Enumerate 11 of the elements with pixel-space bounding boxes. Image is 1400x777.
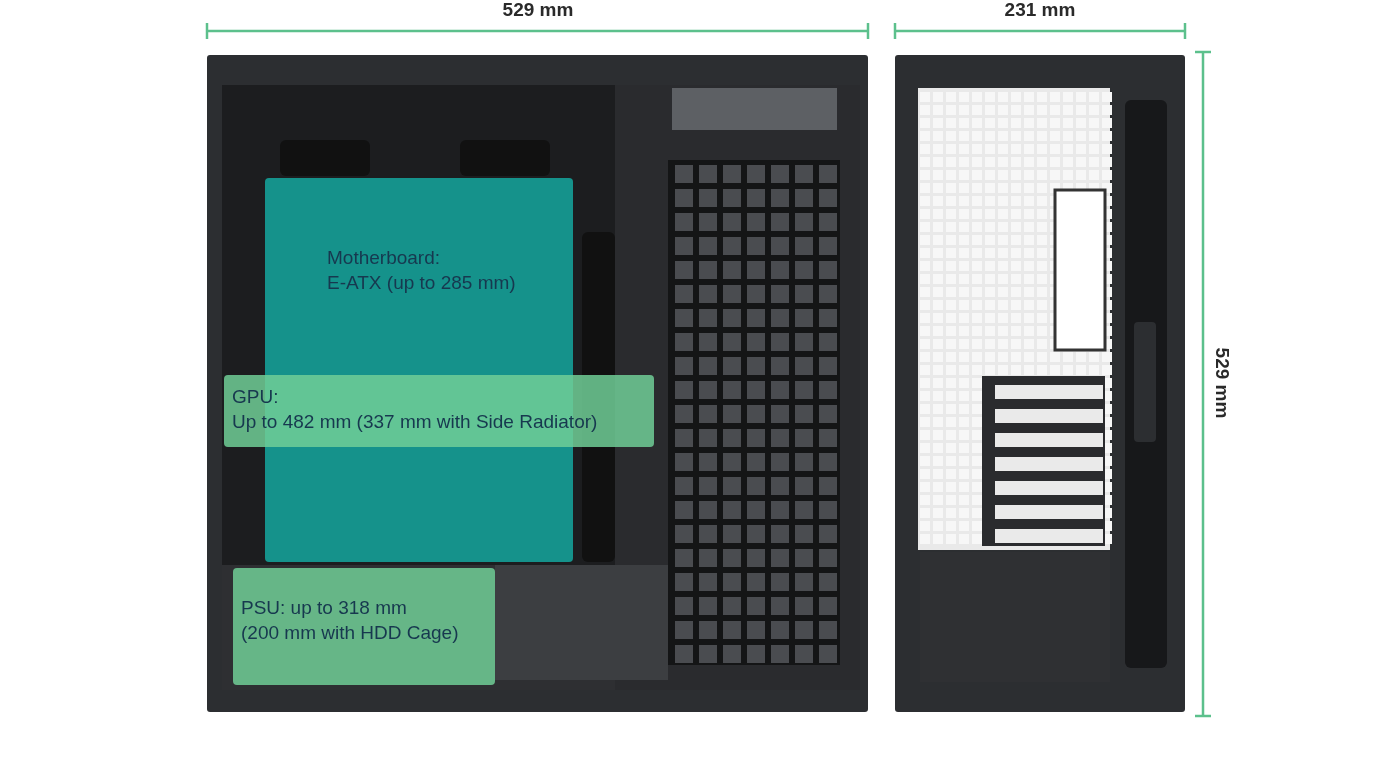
- overlay-text: (200 mm with HDD Cage): [241, 620, 460, 645]
- overlay-text: Motherboard:: [327, 246, 441, 270]
- dimension-label: 529 mm: [1211, 347, 1233, 419]
- overlay-text: GPU:: [232, 385, 280, 409]
- component-area-overlay: [224, 375, 654, 447]
- overlay-text: PSU: up to 318 mm: [241, 596, 408, 620]
- overlay-text: E-ATX (up to 285 mm): [327, 270, 517, 295]
- dimension-label: 529 mm: [502, 0, 574, 21]
- dimension-label: 231 mm: [1004, 0, 1076, 21]
- component-area-overlay: [233, 568, 495, 685]
- overlay-text: Up to 482 mm (337 mm with Side Radiator): [232, 409, 599, 434]
